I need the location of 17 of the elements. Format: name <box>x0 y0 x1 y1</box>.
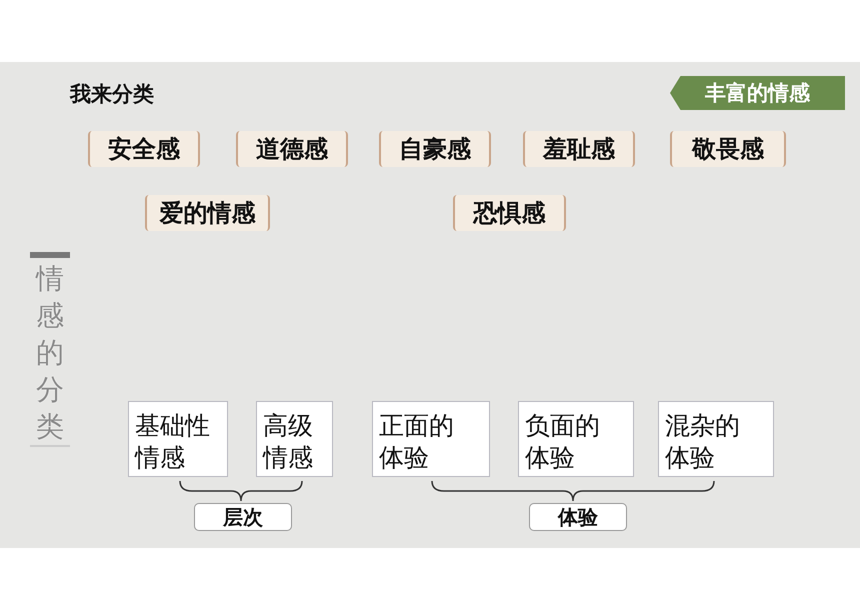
emotion-tag: 安全感 <box>88 131 200 167</box>
emotion-tag: 自豪感 <box>379 131 491 167</box>
emotion-tag: 恐惧感 <box>453 195 566 231</box>
emotion-tag: 道德感 <box>236 131 348 167</box>
vertical-heading: 情感的分类 <box>30 252 70 447</box>
heading: 我来分类 <box>70 81 154 108</box>
category-box: 负面的体验 <box>518 401 634 477</box>
category-box: 基础性情感 <box>128 401 228 477</box>
emotion-tag: 敬畏感 <box>670 131 786 167</box>
emotion-tag: 爱的情感 <box>145 195 270 231</box>
group-label: 体验 <box>529 503 627 531</box>
emotion-tag: 羞耻感 <box>523 131 635 167</box>
category-box: 正面的体验 <box>372 401 490 477</box>
category-box: 混杂的体验 <box>658 401 774 477</box>
group-label: 层次 <box>194 503 292 531</box>
section-tag: 丰富的情感 <box>670 76 845 110</box>
category-box: 高级情感 <box>256 401 333 477</box>
